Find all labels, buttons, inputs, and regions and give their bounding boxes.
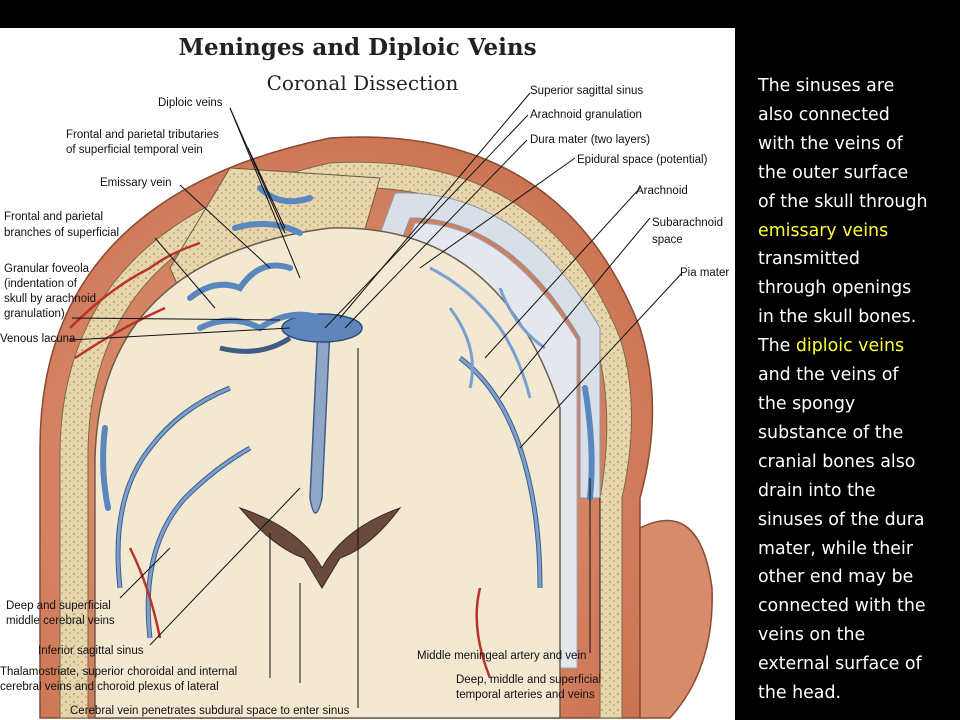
label-granular-foveola-3: skull by arachnoid [4,293,97,305]
label-middle-meningeal: Middle meningeal artery and vein [417,650,587,662]
label-venous-lacuna: Venous lacuna [0,333,76,345]
description-line: the outer surface [758,162,909,183]
coronal-dissection-illustration [39,92,713,719]
label-subarachnoid-2: space [652,234,683,246]
label-pia-mater: Pia mater [680,267,730,279]
label-epidural-space: Epidural space (potential) [577,154,708,166]
description-line: mater, while their [758,538,913,559]
label-subarachnoid-1: Subarachnoid [652,217,723,229]
description-line-highlight: emissary veins [758,220,889,241]
description-line: also connected [758,104,890,125]
description-text: The sinuses are also connected with the … [758,72,956,708]
falx-cerebri [309,327,331,514]
description-line: veins on the [758,625,866,646]
label-frontal-parietal-branches-2: branches of superficial [4,227,120,239]
description-line: with the veins of [758,133,903,154]
description-line: connected with the [758,596,926,617]
label-frontal-parietal-branches-1: Frontal and parietal [4,211,104,223]
description-line: the spongy [758,393,856,414]
description-line: through openings [758,278,912,299]
figure-title: Meninges and Diploic Veins [178,34,537,61]
label-dura-mater: Dura mater (two layers) [530,134,651,146]
label-arachnoid-granulation: Arachnoid granulation [530,109,642,121]
leader-lines [69,92,683,708]
description-line: transmitted [758,249,860,270]
label-thalamostriate-1: Thalamostriate, superior choroidal and i… [0,666,238,678]
description-line: The sinuses are [758,76,895,96]
description-line: the head. [758,683,842,704]
label-emissary-vein: Emissary vein [100,177,172,189]
label-superior-sagittal-sinus: Superior sagittal sinus [530,85,644,97]
description-prefix: The [758,336,796,357]
description-line: other end may be [758,567,914,588]
anatomy-figure: Meninges and Diploic Veins Coronal Disse… [0,28,735,720]
label-cerebral-vein-penetrates: Cerebral vein penetrates subdural space … [70,705,350,717]
description-line: of the skull through [758,191,928,212]
description-line: sinuses of the dura [758,509,925,530]
superficial-veins [116,266,546,639]
label-granular-foveola-2: (indentation of [4,278,77,290]
description-line: The diploic veins [758,332,956,361]
description-line: external surface of [758,654,922,675]
description-line: substance of the [758,422,904,443]
superficial-temporal-arteries [69,241,492,679]
diploic-veins [100,185,595,511]
label-diploic-veins: Diploic veins [158,97,223,109]
label-granular-foveola-1: Granular foveola [4,263,90,275]
label-deep-superficial-cerebral-2: middle cerebral veins [6,615,115,627]
label-deep-superficial-cerebral-1: Deep and superficial [6,600,111,612]
lateral-ventricles [238,506,402,589]
description-line: cranial bones also [758,451,916,472]
label-frontal-parietal-tributaries-2: of superficial temporal vein [66,144,203,156]
brain [94,227,561,719]
label-deep-middle-superficial-2: temporal arteries and veins [456,689,595,701]
label-frontal-parietal-tributaries-1: Frontal and parietal tributaries [66,129,219,141]
description-line: in the skull bones. [758,307,917,328]
label-arachnoid: Arachnoid [636,185,688,197]
description-highlight: diploic veins [795,336,905,357]
description-line: and the veins of [758,365,899,386]
label-thalamostriate-2: cerebral veins and choroid plexus of lat… [0,681,219,693]
ear [639,519,713,719]
figure-subtitle: Coronal Dissection [266,71,459,95]
description-line: drain into the [758,480,876,501]
label-granular-foveola-4: granulation) [4,308,65,320]
label-inferior-sagittal-sinus: Inferior sagittal sinus [38,645,144,657]
label-deep-middle-superficial-1: Deep, middle and superficial [456,674,602,686]
